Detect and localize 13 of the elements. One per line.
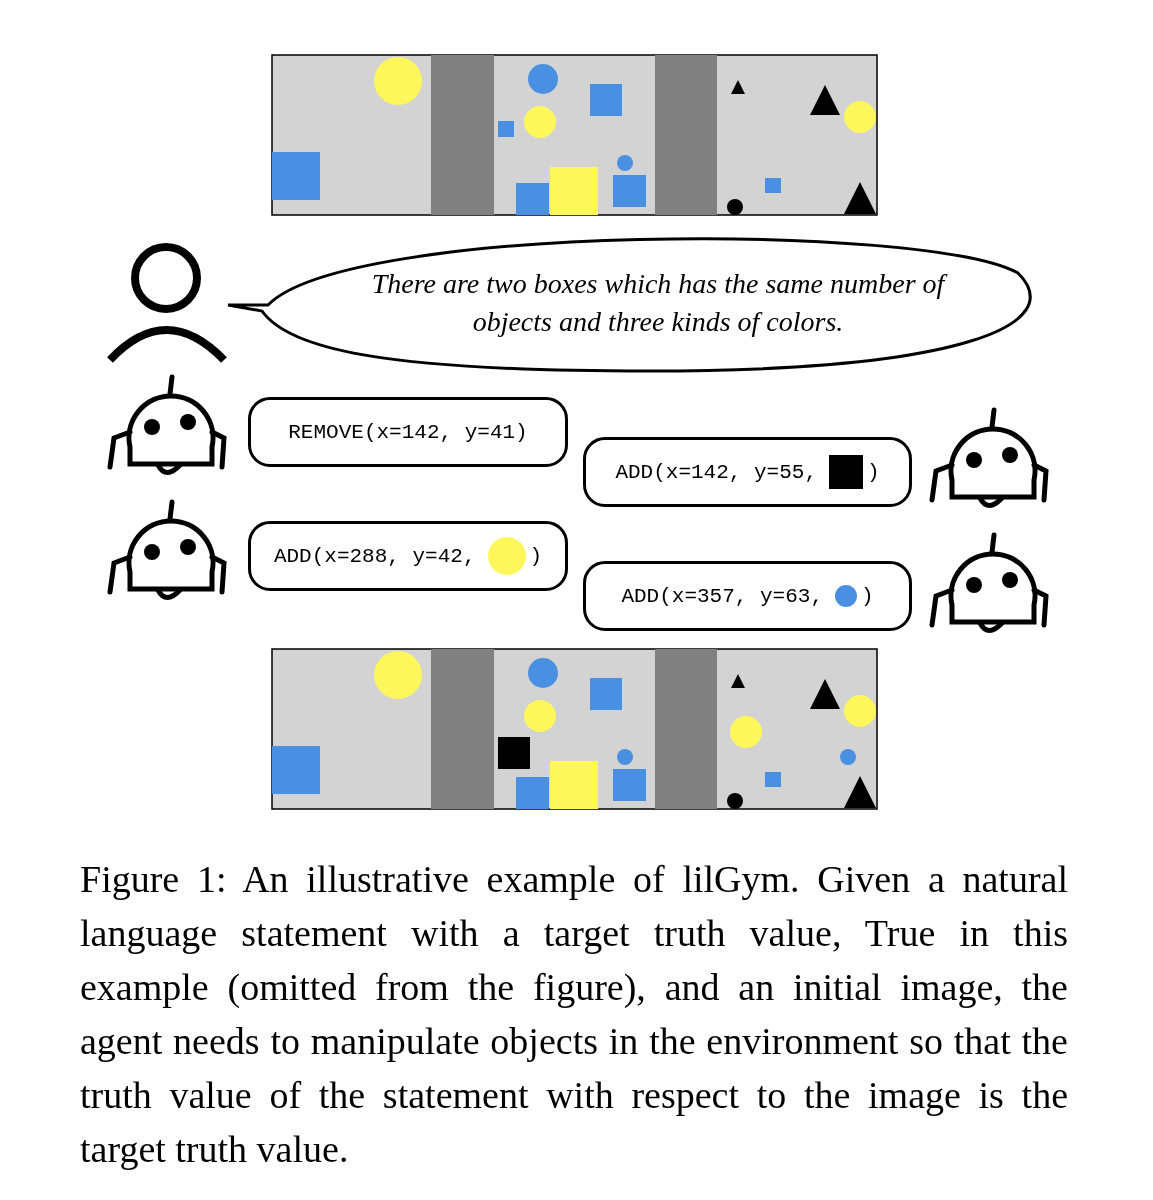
command-text: ADD(x=142, y=55, [615,460,817,484]
command-box [248,397,568,467]
command-text: ADD(x=288, y=42, [273,544,476,568]
command-text: ) [861,584,874,608]
command-box [583,437,912,507]
command-text: ) [529,544,543,568]
statement-text: There are two boxes which has the same number of objects and three kinds of colors. [338,265,978,341]
command-box [583,561,912,631]
command-box [248,521,568,591]
command-text: ) [867,460,880,484]
command-text: ADD(x=357, y=63, [621,584,823,608]
command-text: REMOVE(x=142, y=41) [288,420,528,444]
figure-caption: Figure 1: An illustrative example of lilGym. Given a natural language statement with a target truth value, True in this example (omitted from the figure), and an initial image, the agent needs to manipulate objects in the environment so that the truth value of the statement with respect to the image is the target truth value. [80,857,1068,1172]
